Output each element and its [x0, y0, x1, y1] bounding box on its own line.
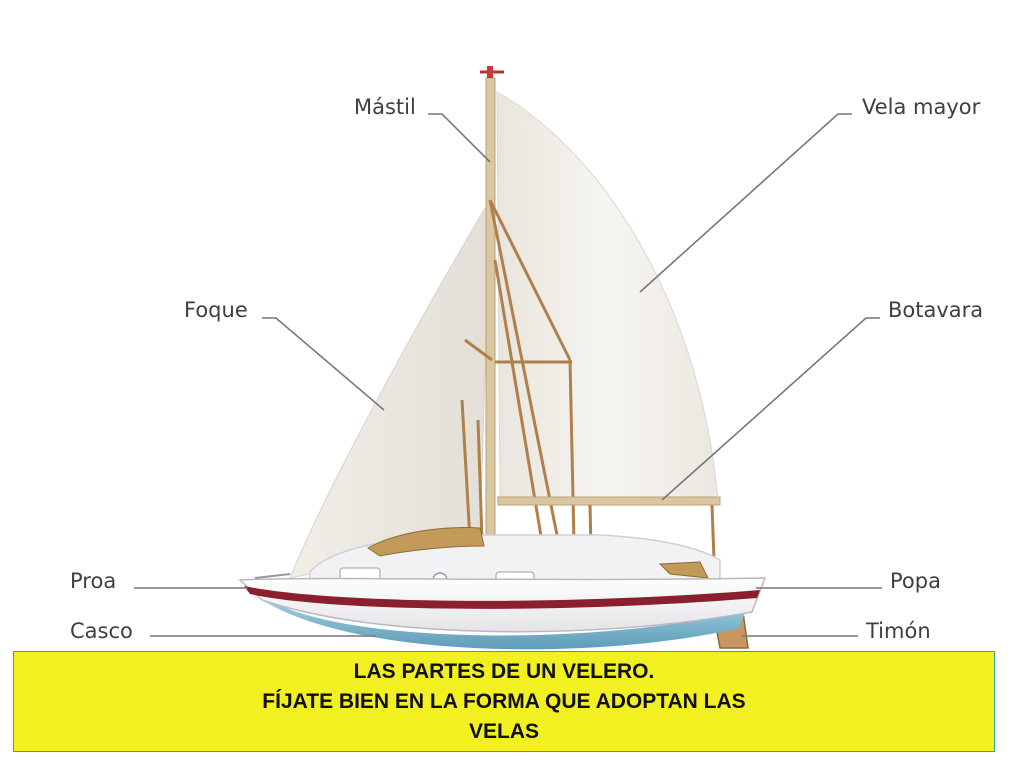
mast	[485, 77, 496, 557]
hull-stripe	[244, 586, 760, 609]
caption-line: VELAS	[468, 719, 539, 743]
rigging	[460, 199, 577, 591]
rear-hatch	[658, 561, 709, 579]
caption-title: LAS PARTES DE UN VELERO.	[353, 659, 655, 683]
label-timon: Timón	[865, 619, 931, 643]
label-proa: Proa	[70, 569, 116, 593]
leader-botavara	[661, 317, 880, 501]
label-popa: Popa	[890, 569, 941, 593]
caption-line: FÍJATE BIEN EN LA FORMA QUE ADOPTAN LAS	[262, 689, 746, 713]
boom	[497, 496, 721, 506]
label-botavara: Botavara	[888, 298, 983, 322]
main-sail	[496, 91, 719, 501]
leader-mastil	[428, 113, 491, 163]
leader-vela-mayor	[639, 113, 852, 293]
jib-sail	[289, 198, 491, 579]
wind-vane-icon	[480, 66, 504, 78]
leader-lines	[134, 113, 882, 637]
cockpit-hatch	[367, 527, 485, 557]
leader-foque	[262, 317, 385, 411]
bow-rail	[254, 573, 291, 579]
caption-box: LAS PARTES DE UN VELERO. FÍJATE BIEN EN …	[13, 651, 995, 752]
label-foque: Foque	[184, 298, 248, 322]
hull-bottom	[262, 595, 745, 650]
label-mastil: Mástil	[354, 95, 416, 119]
label-vela-mayor: Vela mayor	[862, 95, 981, 119]
label-casco: Casco	[70, 619, 133, 643]
